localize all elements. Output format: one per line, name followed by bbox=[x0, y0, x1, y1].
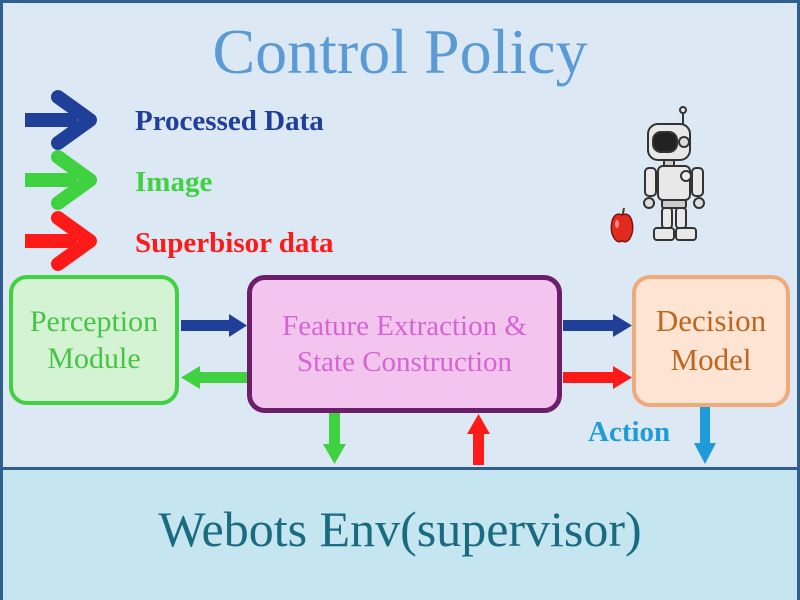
perception-line-2: Module bbox=[47, 342, 141, 375]
arrow-feature-to-decision bbox=[563, 314, 632, 337]
arrow-env-to-feature bbox=[467, 414, 490, 465]
environment-region bbox=[3, 467, 797, 600]
arrow-action-to-env bbox=[694, 407, 716, 464]
legend-arrow-image bbox=[25, 150, 97, 210]
arrow-feature-to-decision-supervisor bbox=[563, 366, 632, 389]
feature-line-1: Feature Extraction & bbox=[282, 309, 527, 342]
legend-arrow-processed bbox=[25, 90, 97, 150]
decision-model-box: Decision Model bbox=[632, 275, 790, 407]
feature-line-2: State Construction bbox=[296, 346, 513, 378]
environment-label: Webots Env(supervisor) bbox=[158, 501, 642, 557]
legend-label-image: Image bbox=[135, 166, 213, 198]
legend-arrow-supervisor bbox=[25, 211, 97, 271]
legend-label-supervisor: Superbisor data bbox=[135, 227, 334, 259]
decision-line-1: Decision bbox=[655, 303, 767, 339]
diagram-title: Control Policy bbox=[212, 16, 588, 87]
decision-line-2: Model bbox=[670, 342, 752, 377]
perception-line-1: Perception bbox=[29, 304, 159, 338]
feature-extraction-box: Feature Extraction & State Construction bbox=[247, 275, 562, 413]
apple-icon bbox=[610, 207, 634, 243]
legend-label-processed: Processed Data bbox=[135, 105, 324, 137]
perception-module-box: Perception Module bbox=[9, 275, 179, 405]
arrow-feature-to-perception bbox=[181, 366, 247, 389]
robot-icon bbox=[643, 106, 705, 241]
arrow-feature-to-env bbox=[323, 413, 346, 464]
action-label: Action bbox=[588, 416, 671, 448]
arrow-perception-to-feature bbox=[181, 314, 247, 337]
